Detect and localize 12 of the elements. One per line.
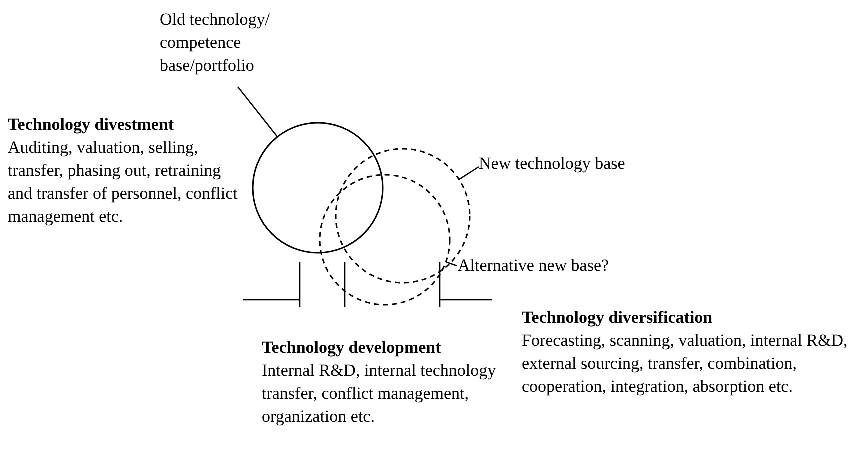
section-heading: Technology divestment: [8, 114, 176, 136]
leader-line: [446, 261, 458, 267]
callout-text: Alternative new base?: [458, 254, 678, 277]
section-heading: Technology diversification: [522, 307, 714, 329]
leader-line: [237, 86, 278, 138]
activity-list: Auditing, valuation, selling, transfer, phasing out, retraining and transfer of personnel, conflict management etc.: [8, 136, 246, 228]
activity-list: Forecasting, scanning, valuation, internal R&D, external sourcing, transfer, combination, cooperation, integration, absorption etc.: [522, 329, 852, 398]
callout-text: New technology base: [479, 152, 679, 175]
callout-text: Old technology/ competence base/portfolio: [160, 8, 290, 77]
leader-line: [458, 166, 480, 180]
activity-list: Internal R&D, internal technology transfer, conflict management, organization etc.: [262, 359, 512, 428]
section-heading: Technology development: [262, 337, 442, 359]
